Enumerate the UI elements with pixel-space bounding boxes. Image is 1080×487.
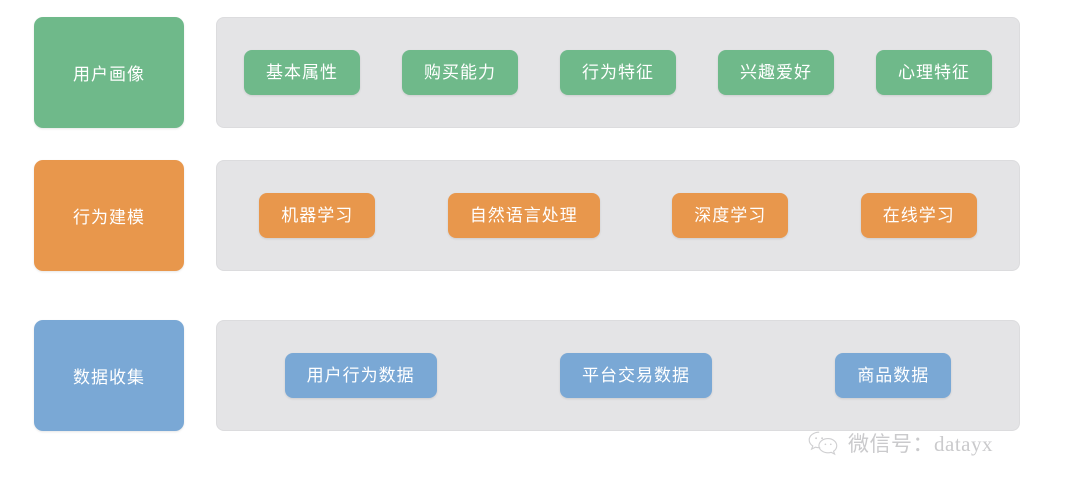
tag-item[interactable]: 深度学习 (672, 192, 789, 239)
tag-item[interactable]: 平台交易数据 (559, 352, 712, 399)
tag-band-behavior-modeling: 机器学习 自然语言处理 深度学习 在线学习 (216, 160, 1020, 271)
category-box-data-collection[interactable]: 数据收集 (34, 320, 184, 431)
tag-item[interactable]: 机器学习 (259, 192, 376, 239)
diagram-row-behavior-modeling: 行为建模 机器学习 自然语言处理 深度学习 在线学习 (34, 160, 1020, 271)
category-label: 行为建模 (73, 208, 145, 227)
tag-item[interactable]: 在线学习 (860, 192, 977, 239)
tag-item[interactable]: 基本属性 (244, 49, 360, 96)
tag-item[interactable]: 心理特征 (876, 49, 992, 96)
tag-item[interactable]: 用户行为数据 (284, 352, 437, 399)
category-label: 用户画像 (73, 65, 145, 84)
wechat-icon (806, 430, 840, 456)
tag-item[interactable]: 商品数据 (835, 352, 952, 399)
category-label: 数据收集 (73, 368, 145, 387)
tag-item[interactable]: 行为特征 (560, 49, 676, 96)
watermark: 微信号：datayx (806, 428, 993, 458)
tag-item[interactable]: 自然语言处理 (447, 192, 600, 239)
tag-item[interactable]: 购买能力 (402, 49, 518, 96)
tag-item[interactable]: 兴趣爱好 (718, 49, 834, 96)
diagram-row-data-collection: 数据收集 用户行为数据 平台交易数据 商品数据 (34, 320, 1020, 431)
diagram-row-user-profile: 用户画像 基本属性 购买能力 行为特征 兴趣爱好 心理特征 (34, 17, 1020, 128)
category-box-user-profile[interactable]: 用户画像 (34, 17, 184, 128)
category-box-behavior-modeling[interactable]: 行为建模 (34, 160, 184, 271)
tag-band-user-profile: 基本属性 购买能力 行为特征 兴趣爱好 心理特征 (216, 17, 1020, 128)
watermark-text: 微信号：datayx (848, 432, 993, 456)
tag-band-data-collection: 用户行为数据 平台交易数据 商品数据 (216, 320, 1020, 431)
